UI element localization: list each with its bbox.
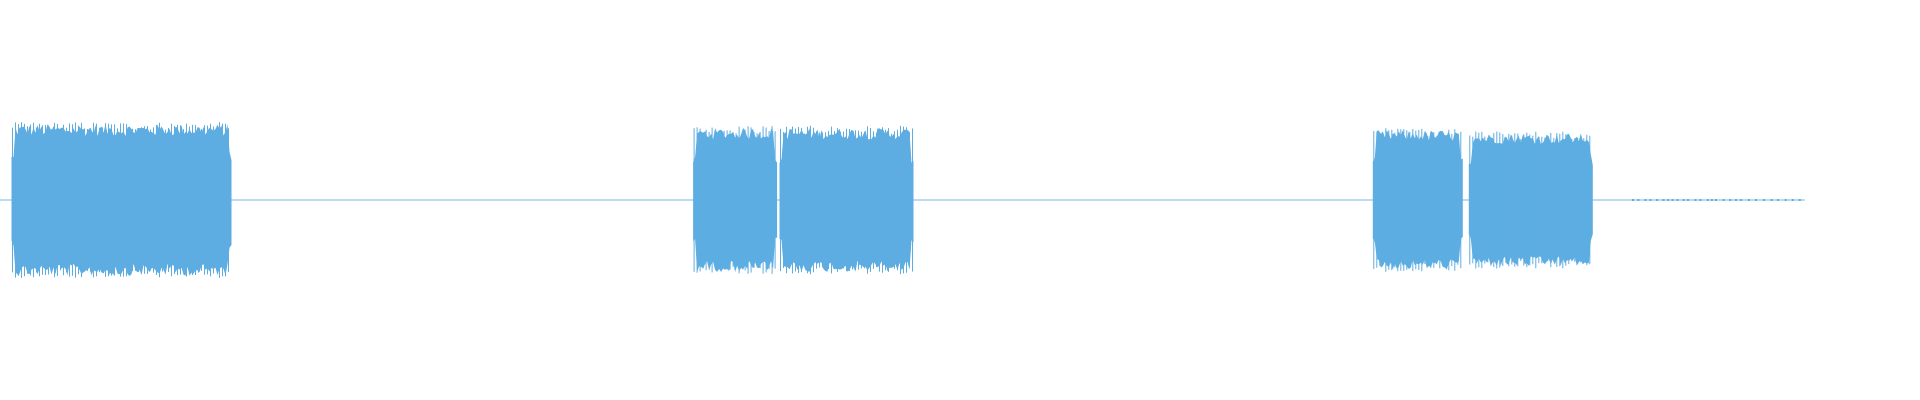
waveform-burst-texture-5 xyxy=(1469,131,1591,269)
waveform-noise-dots xyxy=(1632,199,1801,201)
waveform-burst-texture-4 xyxy=(1373,128,1462,272)
waveform-tail-blank xyxy=(1804,197,1920,203)
waveform-burst-texture-1 xyxy=(12,122,229,278)
waveform-burst-texture-3 xyxy=(780,125,913,275)
waveform-burst-texture-2 xyxy=(693,126,776,274)
waveform-burst-2 xyxy=(693,128,778,273)
